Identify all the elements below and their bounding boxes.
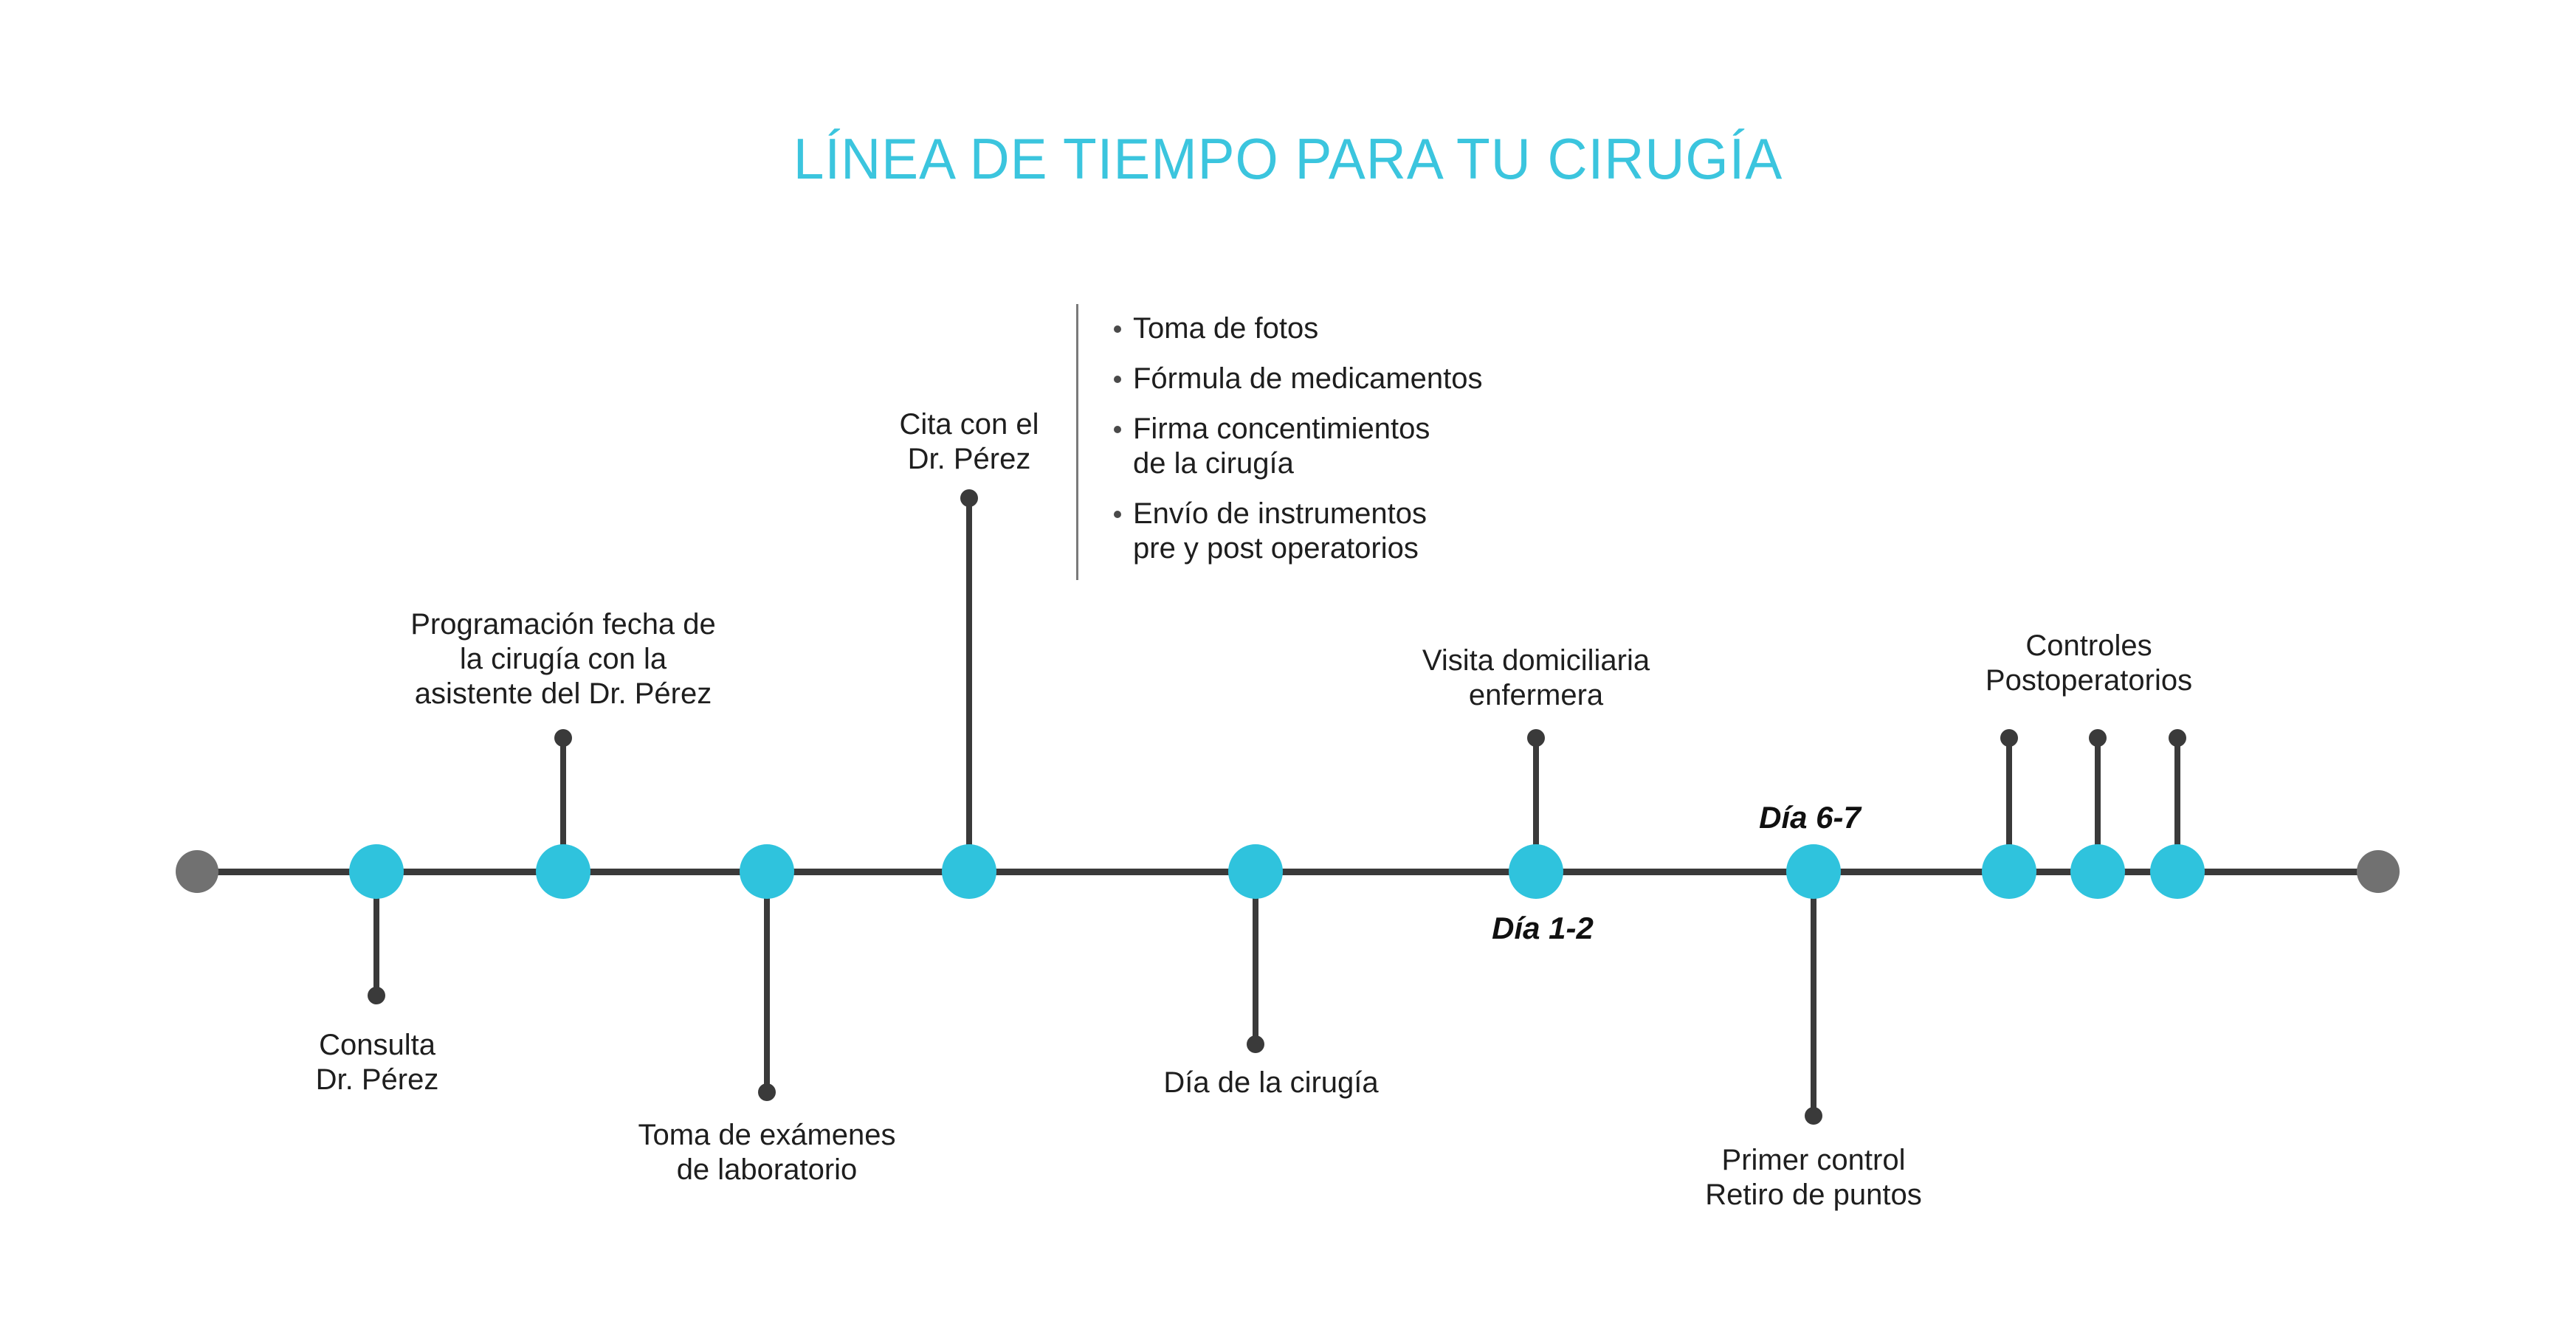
detail-text: Firma concentimientos de la cirugía <box>1133 412 1430 481</box>
connector-visita <box>1527 729 1545 872</box>
label-line: Cita con el <box>899 408 1039 441</box>
timeline-node-control-post-3 <box>2150 844 2205 899</box>
bullet-icon <box>1114 376 1121 383</box>
list-item: Toma de fotos <box>1114 311 1519 346</box>
list-item: Envío de instrumentos pre y post operato… <box>1114 497 1519 566</box>
connector-cirugia <box>1247 872 1264 1053</box>
connector-consulta <box>368 872 385 1004</box>
cita-details-panel: Toma de fotos Fórmula de medicamentos Fi… <box>1076 304 1519 580</box>
event-label-examenes: Toma de exámenes de laboratorio <box>638 1118 895 1187</box>
connector-control-post-3 <box>2169 729 2186 872</box>
detail-line: Fórmula de medicamentos <box>1133 362 1483 395</box>
bullet-icon <box>1114 325 1121 333</box>
connector-control-post-2 <box>2089 729 2107 872</box>
label-line: Programación fecha de <box>410 608 716 641</box>
timeline-end-dot <box>2357 850 2400 893</box>
label-line: Postoperatorios <box>1985 664 2193 697</box>
label-line: Consulta <box>319 1029 435 1061</box>
timeline-axis <box>197 869 2378 875</box>
day-label-dia-1-2: Día 1-2 <box>1492 911 1594 945</box>
connector-tip-dot <box>1805 1107 1822 1125</box>
connector-control-post-1 <box>2000 729 2018 872</box>
detail-line: Firma concentimientos <box>1133 413 1430 445</box>
timeline-node-visita <box>1509 844 1563 899</box>
connector-primer-control <box>1805 872 1822 1125</box>
day-label-dia-6-7: Día 6-7 <box>1759 800 1861 835</box>
label-line: Primer control <box>1721 1144 1906 1176</box>
bullet-icon <box>1114 426 1121 433</box>
detail-line: Toma de fotos <box>1133 312 1319 345</box>
connector-tip-dot <box>2169 729 2186 747</box>
detail-text: Toma de fotos <box>1133 311 1318 346</box>
detail-line: de la cirugía <box>1133 447 1294 480</box>
connector-tip-dot <box>960 489 978 507</box>
list-item: Firma concentimientos de la cirugía <box>1114 412 1519 481</box>
label-line: Retiro de puntos <box>1705 1179 1922 1211</box>
connector-tip-dot <box>2089 729 2107 747</box>
event-label-visita: Visita domiciliaria enfermera <box>1422 644 1650 713</box>
detail-text: Envío de instrumentos pre y post operato… <box>1133 497 1427 566</box>
detail-text: Fórmula de medicamentos <box>1133 362 1483 396</box>
event-label-consulta: Consulta Dr. Pérez <box>316 1028 439 1097</box>
label-line: la cirugía con la <box>459 643 667 675</box>
event-label-programacion: Programación fecha de la cirugía con la … <box>410 607 716 711</box>
timeline-node-control-post-2 <box>2070 844 2125 899</box>
event-label-primer-control: Primer control Retiro de puntos <box>1705 1143 1922 1212</box>
timeline-node-cita <box>942 844 996 899</box>
event-label-cita: Cita con el Dr. Pérez <box>900 407 1039 477</box>
label-line: Dr. Pérez <box>315 1063 439 1096</box>
label-line: Toma de exámenes <box>638 1119 896 1151</box>
label-line: de laboratorio <box>676 1153 858 1186</box>
timeline-start-dot <box>176 850 218 893</box>
label-line: Visita domiciliaria <box>1422 644 1650 677</box>
connector-tip-dot <box>1527 729 1545 747</box>
connector-tip-dot <box>2000 729 2018 747</box>
label-line: Día de la cirugía <box>1163 1066 1379 1099</box>
detail-line: Envío de instrumentos <box>1133 497 1427 530</box>
connector-tip-dot <box>1247 1035 1264 1053</box>
event-label-controles: Controles Postoperatorios <box>1986 629 2192 698</box>
connector-tip-dot <box>554 729 572 747</box>
connector-cita <box>960 489 978 872</box>
connector-tip-dot <box>758 1083 776 1101</box>
timeline-node-consulta <box>349 844 404 899</box>
label-line: Dr. Pérez <box>907 443 1031 475</box>
label-line: asistente del Dr. Pérez <box>414 677 712 710</box>
label-line: enfermera <box>1468 679 1604 711</box>
timeline-node-primer-control <box>1786 844 1841 899</box>
timeline-node-programacion <box>536 844 590 899</box>
timeline-node-cirugia <box>1228 844 1283 899</box>
list-item: Fórmula de medicamentos <box>1114 362 1519 396</box>
timeline-node-control-post-1 <box>1982 844 2036 899</box>
detail-line: pre y post operatorios <box>1133 532 1419 565</box>
label-line: Controles <box>2025 629 2152 662</box>
connector-tip-dot <box>368 987 385 1004</box>
timeline-node-examenes <box>740 844 794 899</box>
page-title: LÍNEA DE TIEMPO PARA TU CIRUGÍA <box>793 126 1783 191</box>
bullet-icon <box>1114 511 1121 518</box>
connector-programacion <box>554 729 572 872</box>
event-label-cirugia: Día de la cirugía <box>1163 1066 1378 1100</box>
connector-examenes <box>758 872 776 1101</box>
